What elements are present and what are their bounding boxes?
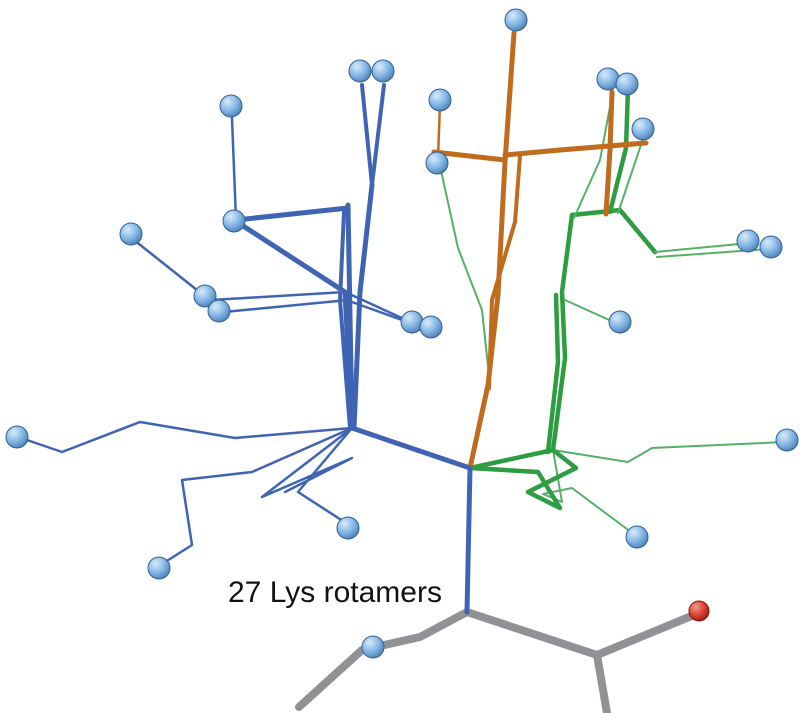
green-rotamers-bond (569, 207, 658, 255)
green-rotamers-bond (617, 132, 646, 214)
nitrogen-atom[interactable] (736, 229, 760, 253)
nitrogen-atom[interactable] (222, 209, 246, 233)
blue-rotamers-bond (234, 219, 355, 431)
blue-rotamers-bond (132, 238, 209, 300)
nitrogen-atom[interactable] (219, 94, 243, 118)
bonds-layer (22, 30, 786, 713)
nitrogen-atom[interactable] (371, 59, 395, 83)
nitrogen-atom[interactable] (147, 556, 171, 580)
backbone-bond (463, 608, 698, 659)
blue-rotamers-bond (351, 182, 375, 431)
blue-rotamers-bond (22, 420, 354, 454)
blue-rotamers-bond (296, 426, 354, 525)
green-rotamers-bond (573, 95, 613, 219)
nitrogen-atom[interactable] (5, 425, 29, 449)
backbone-bond (295, 646, 366, 711)
blue-rotamers-bond (230, 116, 238, 222)
green-rotamers-bond (542, 449, 636, 536)
nitrogen-atom[interactable] (775, 428, 799, 452)
green-rotamers-bond (545, 292, 561, 455)
nitrogen-atom[interactable] (425, 151, 449, 175)
bonds-backbone (295, 608, 698, 713)
green-rotamers-bond (607, 85, 631, 215)
nitrogen-atom[interactable] (207, 299, 231, 323)
green-rotamers-bond (467, 447, 579, 511)
orange-rotamers-bond (603, 89, 615, 217)
orange-rotamers-bond (502, 140, 649, 158)
green-rotamers-bond (467, 212, 575, 471)
nitrogen-atom[interactable] (759, 235, 783, 259)
bonds-orange-rotamers (431, 30, 649, 471)
orange-rotamers-bond (467, 30, 517, 471)
orange-rotamers-bond (436, 101, 442, 160)
nitrogen-atom[interactable] (428, 88, 452, 112)
nitrogen-atom[interactable] (625, 525, 649, 549)
green-rotamers-bond (439, 165, 491, 386)
nitrogen-atom[interactable] (348, 59, 372, 83)
green-rotamers-bond (654, 242, 751, 253)
blue-rotamers-bond (233, 205, 351, 223)
nitrogen-atom[interactable] (119, 222, 143, 246)
blue-rotamers-bond (210, 290, 347, 302)
orange-rotamers-bond (431, 149, 508, 163)
bonds-blue-rotamers (22, 83, 473, 615)
nitrogen-atom[interactable] (615, 72, 639, 96)
atoms-layer (5, 8, 799, 659)
blue-rotamers-bond (464, 465, 473, 615)
figure-label: 27 Lys rotamers (228, 576, 442, 609)
nitrogen-atom[interactable] (631, 117, 655, 141)
nitrogen-atom[interactable] (608, 310, 632, 334)
blue-rotamers-bond (160, 426, 354, 566)
bonds-green-rotamers (439, 85, 786, 536)
blue-rotamers-bond (260, 426, 354, 499)
backbone-bond (593, 651, 611, 713)
nitrogen-atom[interactable] (400, 310, 424, 334)
blue-rotamers-bond (360, 83, 374, 187)
orange-rotamers-bond (487, 154, 522, 390)
blue-rotamers-bond (370, 83, 386, 187)
nitrogen-atom[interactable] (504, 8, 528, 32)
nitrogen-atom[interactable] (361, 635, 385, 659)
nitrogen-atom[interactable] (336, 516, 360, 540)
green-rotamers-bond (552, 441, 786, 463)
blue-rotamers-bond (349, 425, 473, 471)
nitrogen-atom[interactable] (419, 315, 443, 339)
oxygen-atom[interactable] (688, 600, 710, 622)
nitrogen-atom[interactable] (193, 284, 217, 308)
nitrogen-atom[interactable] (596, 67, 620, 91)
blue-rotamers-bond (222, 298, 350, 314)
